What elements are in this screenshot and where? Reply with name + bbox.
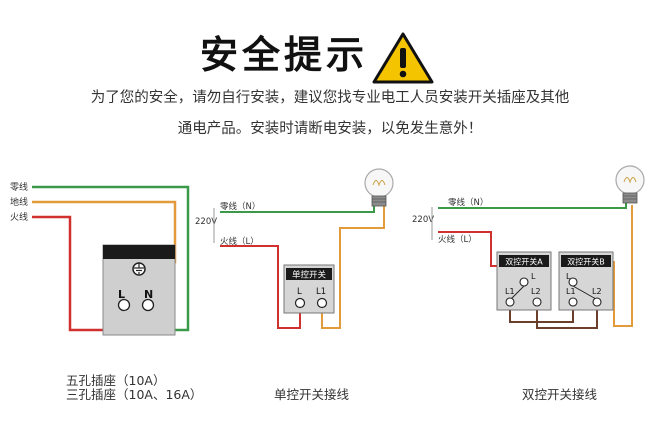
double-neutral-wire (438, 203, 627, 209)
single-terminal-l-label: L (297, 287, 302, 297)
socket-top-bar (103, 245, 175, 259)
socket-wire-label-ground: 地线 (10, 196, 28, 208)
double-b-terminal-l-label: L (566, 272, 571, 281)
safety-text-line-1: 为了您的安全，请勿自行安装，建议您找专业电工人员安装开关插座及其他 (90, 90, 570, 106)
double-switch-a-title: 双控开关A (505, 257, 543, 267)
double-a-terminal-l2-label: L2 (531, 287, 541, 296)
socket-caption-line-2: 三孔插座（10A、16A） (66, 387, 203, 402)
double-b-terminal-l2-label: L2 (592, 287, 602, 296)
double-light-bulb-icon (615, 165, 645, 204)
single-live-label: 火线（L） (220, 236, 259, 247)
page-title: 安全提示 (200, 33, 369, 77)
double-a-contact (510, 285, 525, 300)
double-switch-b-title: 双控开关B (567, 257, 605, 267)
single-light-bulb-icon (364, 168, 394, 207)
single-terminal-l (294, 297, 306, 309)
double-b-terminal-l (568, 277, 578, 287)
ground-icon (134, 263, 144, 274)
single-voltage-label: 220V (195, 217, 217, 227)
double-a-terminal-l1-label: L1 (505, 287, 515, 296)
socket-terminal-l (117, 298, 131, 312)
double-traveller-wire-l2 (536, 303, 598, 329)
socket-body (102, 244, 176, 336)
socket-terminal-n-label: N (144, 288, 153, 301)
double-a-terminal-l2 (532, 297, 542, 307)
double-live-label: 火线（L） (438, 234, 477, 245)
double-switch-caption: 双控开关接线 (522, 387, 598, 402)
single-terminal-l1 (316, 297, 328, 309)
single-switch-title: 单控开关 (292, 270, 327, 281)
double-b-terminal-l1-label: L1 (566, 287, 576, 296)
single-neutral-wire (220, 206, 375, 213)
socket-terminal-n (141, 298, 155, 312)
single-switch-header (286, 268, 332, 280)
socket-wire-label-live: 火线 (10, 211, 28, 223)
double-voltage-label: 220V (412, 215, 434, 225)
double-a-terminal-l1 (505, 297, 515, 307)
double-switch-diagram: 零线（N） 220V 火线（L） 双控开关A L L1 L2 双控开关B L L… (412, 165, 645, 329)
header: 安全提示 (0, 30, 660, 84)
single-terminal-l1-label: L1 (316, 287, 326, 297)
single-live-wire (220, 245, 301, 329)
single-switch-diagram: 零线（N） 220V 火线（L） 单控开关 L L1 (195, 168, 394, 329)
double-switch-a-header (499, 255, 549, 267)
double-a-terminal-l-label: L (531, 272, 536, 281)
single-load-wire (321, 206, 385, 329)
single-neutral-label: 零线（N） (220, 201, 260, 212)
double-traveller-wire-l1 (509, 303, 574, 323)
socket-terminal-l-label: L (118, 288, 125, 301)
socket-wire-label-neutral: 零线 (10, 181, 28, 193)
safety-text-line-2: 通电产品。安装时请断电安装，以免发生意外！ (177, 121, 483, 137)
socket-diagram: 零线 地线 火线 L N (10, 181, 190, 336)
double-b-terminal-l2 (592, 297, 602, 307)
double-neutral-label: 零线（N） (448, 197, 488, 208)
warning-triangle-icon (372, 32, 434, 84)
double-switch-b-header (561, 255, 611, 267)
double-b-contact (572, 285, 597, 300)
single-switch-caption: 单控开关接线 (274, 387, 350, 402)
socket-caption-line-1: 五孔插座（10A） (66, 373, 166, 388)
double-b-terminal-l1 (568, 297, 578, 307)
double-a-terminal-l (519, 277, 529, 287)
